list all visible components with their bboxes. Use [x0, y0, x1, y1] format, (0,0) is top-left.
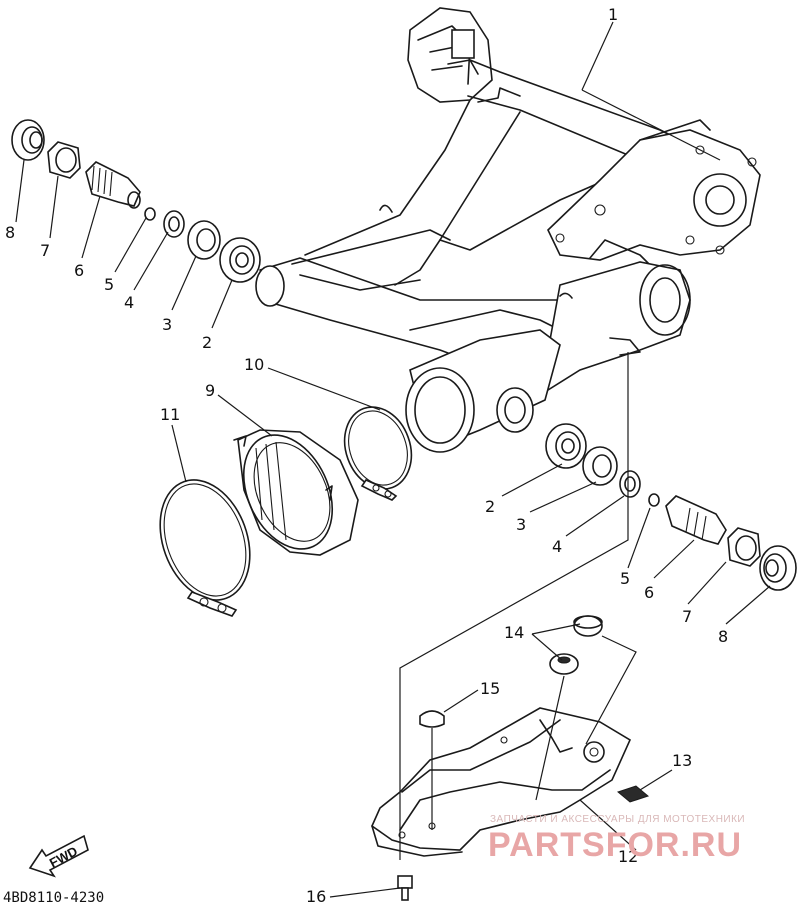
- watermark: ЗАПЧАСТИ И АКСЕССУАРЫ ДЛЯ МОТОТЕХНИКИ PA…: [488, 814, 745, 864]
- watermark-tagline: ЗАПЧАСТИ И АКСЕССУАРЫ ДЛЯ МОТОТЕХНИКИ: [490, 814, 745, 825]
- callout-5b: 5: [620, 569, 630, 588]
- callout-9: 9: [205, 381, 215, 400]
- leader-lines: [15, 21, 771, 898]
- callout-6b: 6: [644, 583, 654, 602]
- callout-2: 2: [202, 333, 212, 352]
- swingarm-body: [255, 7, 761, 453]
- callout-16: 16: [306, 887, 326, 906]
- callout-5: 5: [104, 275, 114, 294]
- document-code: 4BD8110-4230: [3, 890, 104, 906]
- callout-1: 1: [608, 5, 618, 24]
- callout-10: 10: [244, 355, 264, 374]
- callout-3b: 3: [516, 515, 526, 534]
- callout-4: 4: [124, 293, 134, 312]
- callout-6: 6: [74, 261, 84, 280]
- callout-numbers: 1 8 7 6 5 4 3 2 10 9 11 2 3 4 5 6 7 8 14…: [5, 5, 728, 906]
- callout-11: 11: [160, 405, 180, 424]
- fwd-direction-arrow: FWD: [28, 834, 89, 878]
- callout-7b: 7: [682, 607, 692, 626]
- callout-15: 15: [480, 679, 500, 698]
- callout-8b: 8: [718, 627, 728, 646]
- callout-13: 13: [672, 751, 692, 770]
- watermark-brand: PARTSFOR.RU: [488, 826, 742, 864]
- pivot-parts-lower: [545, 423, 797, 591]
- callout-4b: 4: [552, 537, 562, 556]
- callout-7: 7: [40, 241, 50, 260]
- callout-14: 14: [504, 623, 524, 642]
- callout-12: 12: [618, 847, 638, 866]
- callout-3: 3: [162, 315, 172, 334]
- drive-boot-assembly: [159, 406, 413, 617]
- callout-8: 8: [5, 223, 15, 242]
- callout-2b: 2: [485, 497, 495, 516]
- fwd-label: FWD: [47, 843, 80, 870]
- chain-cover-assembly: [371, 615, 650, 901]
- pivot-parts-upper: [11, 119, 261, 283]
